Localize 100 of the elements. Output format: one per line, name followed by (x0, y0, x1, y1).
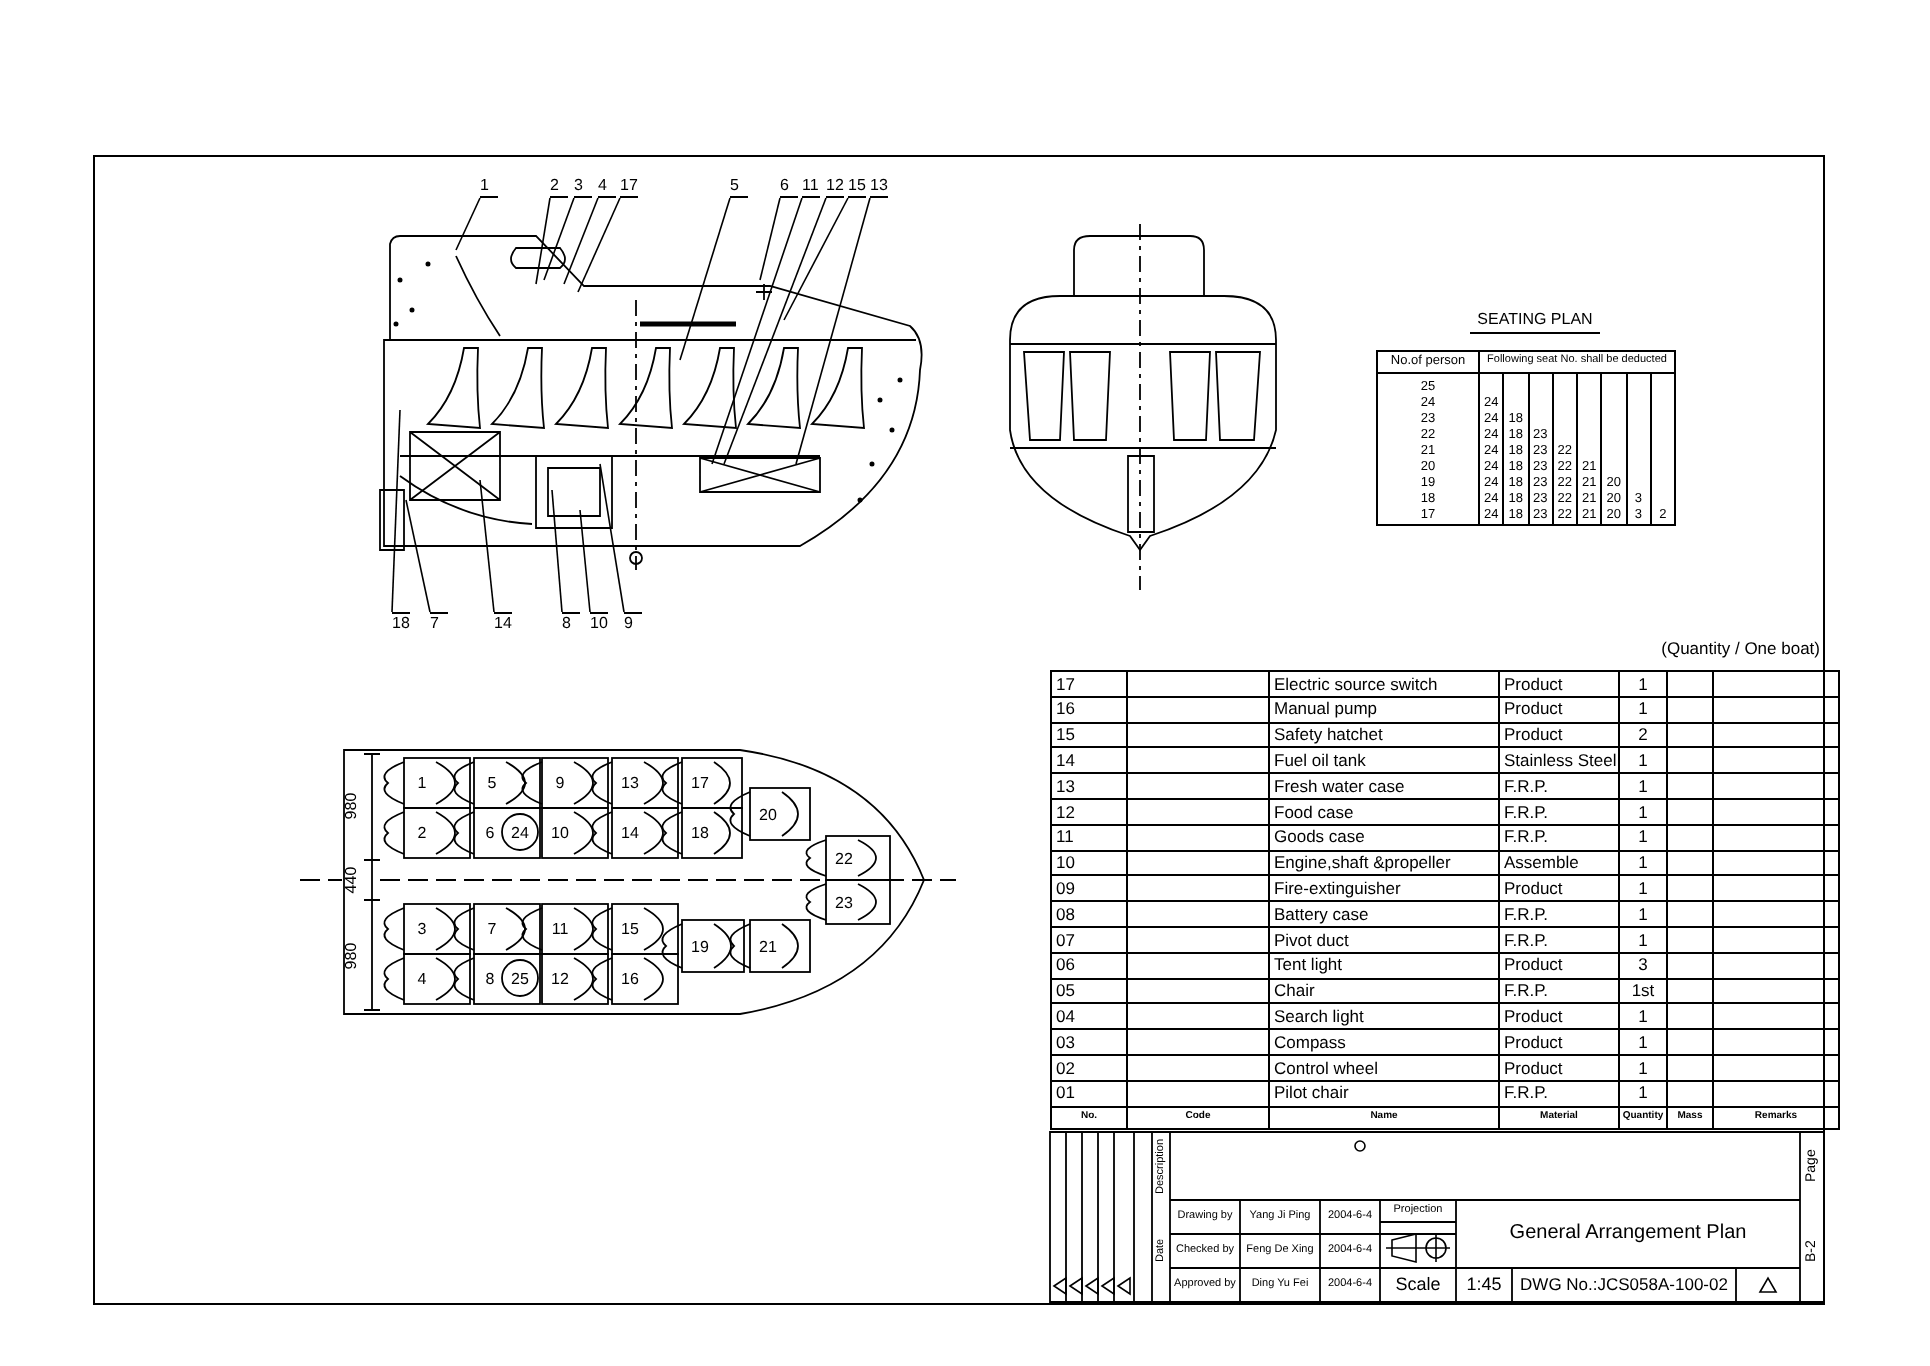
part-name: Manual pump (1269, 696, 1499, 723)
material: F.R.P. (1499, 798, 1619, 825)
drawing-number: DWG No.:JCS058A-100-02 (1518, 1272, 1730, 1299)
seat-number: 21 (759, 938, 777, 956)
seat-number: 6 (485, 824, 495, 842)
material: Product (1499, 696, 1619, 723)
part-number: 06 (1051, 952, 1127, 979)
leader-line (455, 197, 481, 251)
part-name: Compass (1269, 1029, 1499, 1055)
part-number: 11 (1051, 824, 1127, 851)
seat-number: 1 (417, 774, 427, 792)
table-title: SEATING PLAN (1470, 312, 1600, 334)
part-name: Food case (1269, 798, 1499, 825)
part-number: 12 (1051, 798, 1127, 825)
drawing-title: General Arrangement Plan (1507, 1220, 1749, 1248)
callout-number: 6 (780, 176, 798, 198)
callout-number: 10 (590, 612, 608, 634)
part-number: 05 (1051, 978, 1127, 1004)
part-number: 07 (1051, 926, 1127, 953)
quantity: 1 (1619, 824, 1667, 851)
part-name: Engine,shaft &propeller (1269, 850, 1499, 876)
seat-number: 17 (691, 774, 709, 792)
material: Assemble (1499, 850, 1619, 876)
scale-value: 1:45 (1464, 1272, 1504, 1298)
part-name: Pilot chair (1269, 1080, 1499, 1107)
seat-number: 18 (691, 824, 709, 842)
part-name: Goods case (1269, 824, 1499, 851)
dimension-text: 980 (342, 792, 360, 820)
callout-number: 12 (826, 176, 844, 198)
dimension-text: 980 (342, 942, 360, 970)
seat-number: 16 (621, 970, 639, 988)
callout-number: 11 (802, 176, 820, 198)
seat-number: 22 (835, 850, 853, 868)
callout-number: 14 (494, 612, 512, 634)
material: Product (1499, 952, 1619, 979)
material: Product (1499, 671, 1619, 697)
material: Product (1499, 722, 1619, 748)
leader-line (391, 409, 401, 613)
callout-number: 15 (848, 176, 866, 198)
seat-number: 4 (417, 970, 427, 988)
material: F.R.P. (1499, 978, 1619, 1004)
part-number: 17 (1051, 671, 1127, 697)
seat-number: 12 (551, 970, 569, 988)
callout-number: 8 (562, 612, 580, 634)
callout-number: 2 (550, 176, 568, 198)
part-number: 15 (1051, 722, 1127, 748)
part-number: 13 (1051, 773, 1127, 799)
material: Stainless Steel (1499, 747, 1619, 774)
seat-number: 10 (551, 824, 569, 842)
seat-number: 20 (759, 806, 777, 824)
seat-number: 14 (621, 824, 639, 842)
part-name: Fire-extinguisher (1269, 875, 1499, 902)
table-note: (Quantity / One boat) (1659, 640, 1820, 660)
material: F.R.P. (1499, 773, 1619, 799)
seat-number: 13 (621, 774, 639, 792)
part-name: Battery case (1269, 901, 1499, 927)
quantity: 1 (1619, 875, 1667, 902)
quantity: 1 (1619, 798, 1667, 825)
quantity: 1 (1619, 1080, 1667, 1107)
seat-number: 24 (511, 824, 529, 842)
dimension-text: 440 (342, 866, 360, 894)
material: Product (1499, 1054, 1619, 1081)
callout-number: 17 (620, 176, 638, 198)
leader-line (759, 197, 781, 281)
part-number: 08 (1051, 901, 1127, 927)
quantity: 1 (1619, 926, 1667, 953)
callout-number: 9 (624, 612, 642, 634)
seat-number: 23 (835, 894, 853, 912)
leader-line (723, 197, 827, 465)
part-name: Chair (1269, 978, 1499, 1004)
leader-line (579, 509, 591, 613)
quantity: 1 (1619, 696, 1667, 723)
part-name: Electric source switch (1269, 671, 1499, 697)
callout-number: 3 (574, 176, 592, 198)
part-number: 10 (1051, 850, 1127, 876)
material: F.R.P. (1499, 901, 1619, 927)
leader-line (563, 197, 599, 285)
callout-number: 5 (730, 176, 748, 198)
leader-line (599, 463, 625, 613)
leader-line (711, 197, 803, 465)
seat-number: 19 (691, 938, 709, 956)
leader-line (405, 499, 431, 613)
leader-line (479, 479, 495, 613)
part-number: 02 (1051, 1054, 1127, 1081)
callout-number: 1 (480, 176, 498, 198)
seat-number: 3 (417, 920, 427, 938)
leader-line (535, 197, 551, 285)
quantity: 1 (1619, 671, 1667, 697)
material: Product (1499, 1029, 1619, 1055)
quantity: 1 (1619, 773, 1667, 799)
leader-line (551, 489, 563, 613)
part-name: Search light (1269, 1003, 1499, 1030)
quantity: 1 (1619, 1003, 1667, 1030)
leader-line (679, 197, 731, 361)
quantity: 1 (1619, 850, 1667, 876)
seat-number: 8 (485, 970, 495, 988)
part-number: 14 (1051, 747, 1127, 774)
callout-number: 18 (392, 612, 410, 634)
part-name: Safety hatchet (1269, 722, 1499, 748)
material: F.R.P. (1499, 824, 1619, 851)
